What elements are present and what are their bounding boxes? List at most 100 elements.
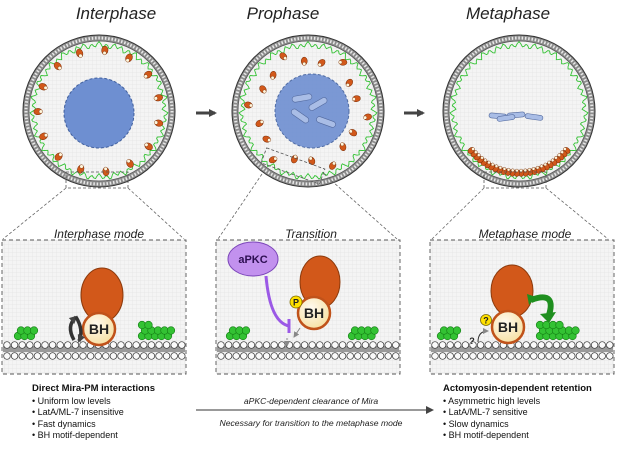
mira-molecule [522,168,529,177]
bh-domain [44,133,49,138]
lipid-head [308,341,316,349]
lipid-head [338,341,347,349]
bh-domain [351,97,356,102]
zoom-line [323,173,398,240]
bh-domain [550,158,555,162]
mode-title-metaphase: Metaphase mode [478,227,572,241]
zoom-line [545,187,609,240]
bh-domain [345,83,350,87]
mira-molecule [467,147,475,154]
retention-arrow-head [540,312,556,323]
lipid-head [48,341,57,349]
left-notes-heading: Direct Mira-PM interactions [32,383,155,394]
lipid-head [232,352,240,360]
cell-prophase [231,34,385,188]
lipid-head [132,341,140,349]
mira-molecule [143,70,153,79]
bh-domain [102,51,107,56]
lipid-head [240,352,248,360]
mode-title-transition: Transition [285,227,337,241]
lipid-head [438,341,447,349]
plasma-membrane-band [217,346,399,352]
arrow-text-top: aPKC-dependent clearance of Mira [243,396,379,406]
lipid-head [454,352,462,360]
mira-molecule [125,53,133,63]
lipid-head [155,341,163,349]
mira-molecule [308,156,316,165]
left-note-item: BH motif-dependent [38,430,155,442]
bh-motif [490,309,526,345]
actin-cortex [238,40,378,180]
phase-title-interphase: Interphase [75,4,157,23]
actin-filament-bead [241,326,251,335]
lipid-head [109,352,118,360]
lipid-head [162,341,171,349]
lipid-head [247,352,256,360]
lipid-head [64,352,72,360]
lipid-head [140,352,148,360]
mira-molecule [77,164,85,174]
bh-motif [296,295,332,331]
lipid-head [530,352,538,360]
lipid-head [71,341,80,349]
left-note-item: Fast dynamics [38,419,155,431]
right-notes-heading: Actomyosin-dependent retention [443,383,592,394]
lipid-head [3,341,11,349]
lipid-head [300,352,309,360]
lipid-head [583,352,591,360]
lipid-head [369,341,377,349]
lipid-head [461,352,470,360]
lipid-head [33,341,42,349]
nucleus [274,73,350,149]
mira-molecule [269,70,277,80]
right-note-item: BH motif-dependent [449,430,592,442]
lipid-head [255,341,263,349]
mira-molecule [244,101,253,109]
mira-molecule [154,119,164,127]
mira-molecule [317,59,326,67]
lipid-head [10,341,19,349]
lipid-head [484,352,492,360]
lipid-head [537,341,546,349]
lipid-head [323,352,332,360]
right-notes: Actomyosin-dependent retention Asymmetri… [443,383,592,442]
bh-domain [487,160,491,165]
bh-domain [474,150,478,154]
question-badge [480,314,492,326]
lipid-head [285,352,294,360]
lipid-head [79,352,87,360]
lipid-head [255,352,263,360]
bh-domain [523,168,528,173]
actin-filament-bead [571,326,580,335]
bh-domain [154,120,159,125]
bh-label: BH [89,321,109,337]
bh-domain [506,167,511,172]
bh-domain [125,58,130,63]
lipid-head [606,352,614,360]
lipid-head [606,341,614,349]
lipid-head [224,341,233,349]
phospho-label: P [293,298,299,308]
bh-domain [539,164,544,168]
bh-domain [547,160,551,165]
actin-filament-bead [29,326,39,335]
mira-molecule [329,161,337,170]
mira-molecule [38,83,48,91]
cell-metaphase [442,34,596,188]
chromosome [290,108,310,124]
lipid-head [132,352,140,360]
bh-domain [563,147,567,151]
bh-domain [57,66,62,71]
lipid-head [598,341,606,349]
lipid-head [537,352,546,360]
left-note-item: LatA/ML-7 insensitive [38,407,155,419]
lipid-head [476,341,485,349]
actin-filament-bead [144,320,153,330]
bh-domain [262,89,267,94]
mira-molecule [101,45,109,56]
lipid-head [346,341,354,349]
lipid-head [476,352,485,360]
lipid-head [102,352,110,360]
